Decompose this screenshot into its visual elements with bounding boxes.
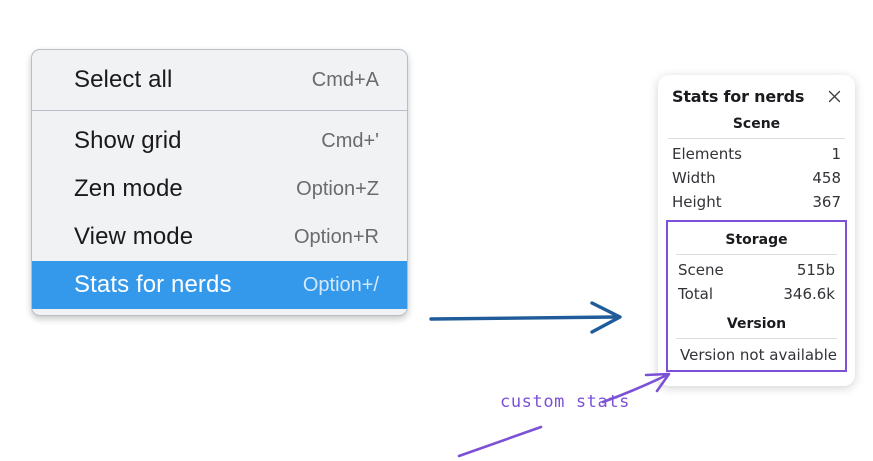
stats-for-nerds-panel: Stats for nerds Scene Elements 1 Width 4… (658, 75, 855, 386)
menu-item-label: Show grid (74, 127, 182, 154)
menu-item-label: View mode (74, 223, 194, 250)
panel-title: Stats for nerds (672, 87, 805, 106)
stat-row-height: Height 367 (658, 190, 855, 214)
menu-group-1: Select all Cmd+A (32, 50, 407, 110)
stat-row-width: Width 458 (658, 166, 855, 190)
menu-item-shortcut: Option+Z (296, 177, 379, 200)
menu-item-view-mode[interactable]: View mode Option+R (32, 213, 407, 261)
menu-item-select-all[interactable]: Select all Cmd+A (32, 56, 407, 104)
menu-item-shortcut: Cmd+' (321, 129, 379, 152)
menu-item-shortcut: Option+R (293, 225, 379, 248)
divider (676, 338, 837, 339)
menu-item-label: Zen mode (74, 175, 183, 202)
menu-separator (32, 110, 407, 111)
stat-label: Total (678, 285, 714, 303)
menu-item-label: Stats for nerds (74, 271, 232, 298)
custom-stats-section: Storage Scene 515b Total 346.6k Version … (666, 220, 847, 372)
menu-item-shortcut: Option+/ (302, 273, 379, 296)
annotation-label: custom stats (500, 392, 631, 412)
stat-value: 515b (796, 261, 835, 279)
panel-titlebar: Stats for nerds (658, 85, 855, 106)
version-note: Version not available (680, 346, 837, 364)
menu-group-2: Show grid Cmd+' Zen mode Option+Z View m… (32, 111, 407, 315)
purple-underline-stroke (457, 425, 543, 458)
menu-item-label: Select all (74, 66, 173, 93)
stat-label: Elements (672, 145, 742, 163)
menu-item-zen-mode[interactable]: Zen mode Option+Z (32, 165, 407, 213)
close-icon[interactable] (825, 88, 843, 106)
stat-value: 346.6k (783, 285, 835, 303)
stat-row-storage-total: Total 346.6k (668, 282, 845, 306)
section-heading-storage: Storage (725, 232, 788, 248)
context-menu[interactable]: Select all Cmd+A Show grid Cmd+' Zen mod… (31, 49, 408, 316)
stat-value: 367 (812, 193, 841, 211)
stat-value: 1 (831, 145, 841, 163)
stat-row-elements: Elements 1 (658, 142, 855, 166)
divider (668, 138, 845, 139)
stat-value: 458 (812, 169, 841, 187)
stat-label: Height (672, 193, 722, 211)
section-heading-scene: Scene (732, 116, 781, 132)
stat-label: Width (672, 169, 716, 187)
stat-row-storage-scene: Scene 515b (668, 258, 845, 282)
menu-item-stats-for-nerds[interactable]: Stats for nerds Option+/ (32, 261, 407, 309)
menu-item-show-grid[interactable]: Show grid Cmd+' (32, 117, 407, 165)
divider (676, 254, 837, 255)
stat-label: Scene (678, 261, 724, 279)
blue-arrow (429, 301, 622, 334)
section-heading-version: Version (726, 316, 787, 332)
menu-item-shortcut: Cmd+A (311, 68, 379, 91)
